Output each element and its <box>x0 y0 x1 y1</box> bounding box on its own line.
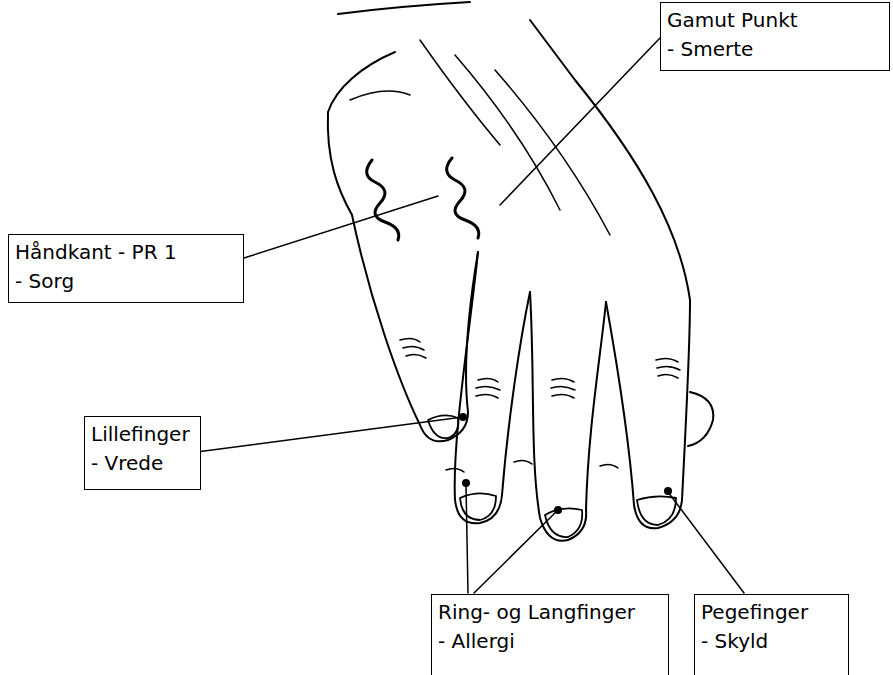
emotion-label: - Smerte <box>667 35 881 64</box>
callout-box: Pegefinger- Skyld <box>694 594 849 675</box>
index-finger <box>606 300 690 528</box>
emotion-label: - Skyld <box>701 627 840 656</box>
squiggle <box>447 158 479 238</box>
leader-line <box>466 484 468 593</box>
emotion-label: - Sorg <box>15 267 235 296</box>
nail <box>460 493 496 520</box>
point-name: Lillefinger <box>91 420 192 449</box>
point-dot <box>462 479 470 487</box>
ring-finger <box>455 252 530 523</box>
nails <box>428 415 676 537</box>
arm-line <box>338 2 470 14</box>
meridian-squiggles <box>367 158 479 240</box>
callout-box: Lillefinger- Vrede <box>84 416 201 490</box>
nail <box>545 508 582 537</box>
emotion-label: - Vrede <box>91 449 192 478</box>
point-dot <box>664 487 672 495</box>
tendon-line <box>495 70 610 235</box>
leader-line <box>244 196 438 258</box>
tendon-line <box>455 55 560 210</box>
leader-line <box>668 492 744 593</box>
tendon-line <box>420 40 500 145</box>
leader-line <box>474 511 557 593</box>
middle-finger <box>530 292 606 541</box>
callout-box: Ring- og Langfinger- Allergi <box>431 594 669 675</box>
point-dot <box>459 413 467 421</box>
leader-lines <box>189 38 744 593</box>
hand-outline <box>328 2 714 541</box>
point-dot <box>554 506 562 514</box>
point-name: Ring- og Langfinger <box>438 598 660 627</box>
point-name: Gamut Punkt <box>667 6 881 35</box>
callout-box: Gamut Punkt- Smerte <box>660 2 890 71</box>
nail <box>637 496 676 525</box>
skin-line <box>350 91 410 100</box>
thumb <box>688 392 713 446</box>
squiggle <box>367 160 399 240</box>
knuckle-wrinkles <box>400 338 680 472</box>
leader-line <box>500 38 660 205</box>
point-name: Håndkant - PR 1 <box>15 238 235 267</box>
leader-line <box>189 417 463 453</box>
callout-box: Håndkant - PR 1- Sorg <box>8 234 244 303</box>
point-name: Pegefinger <box>701 598 840 627</box>
emotion-label: - Allergi <box>438 627 660 656</box>
point-dots <box>459 413 672 514</box>
